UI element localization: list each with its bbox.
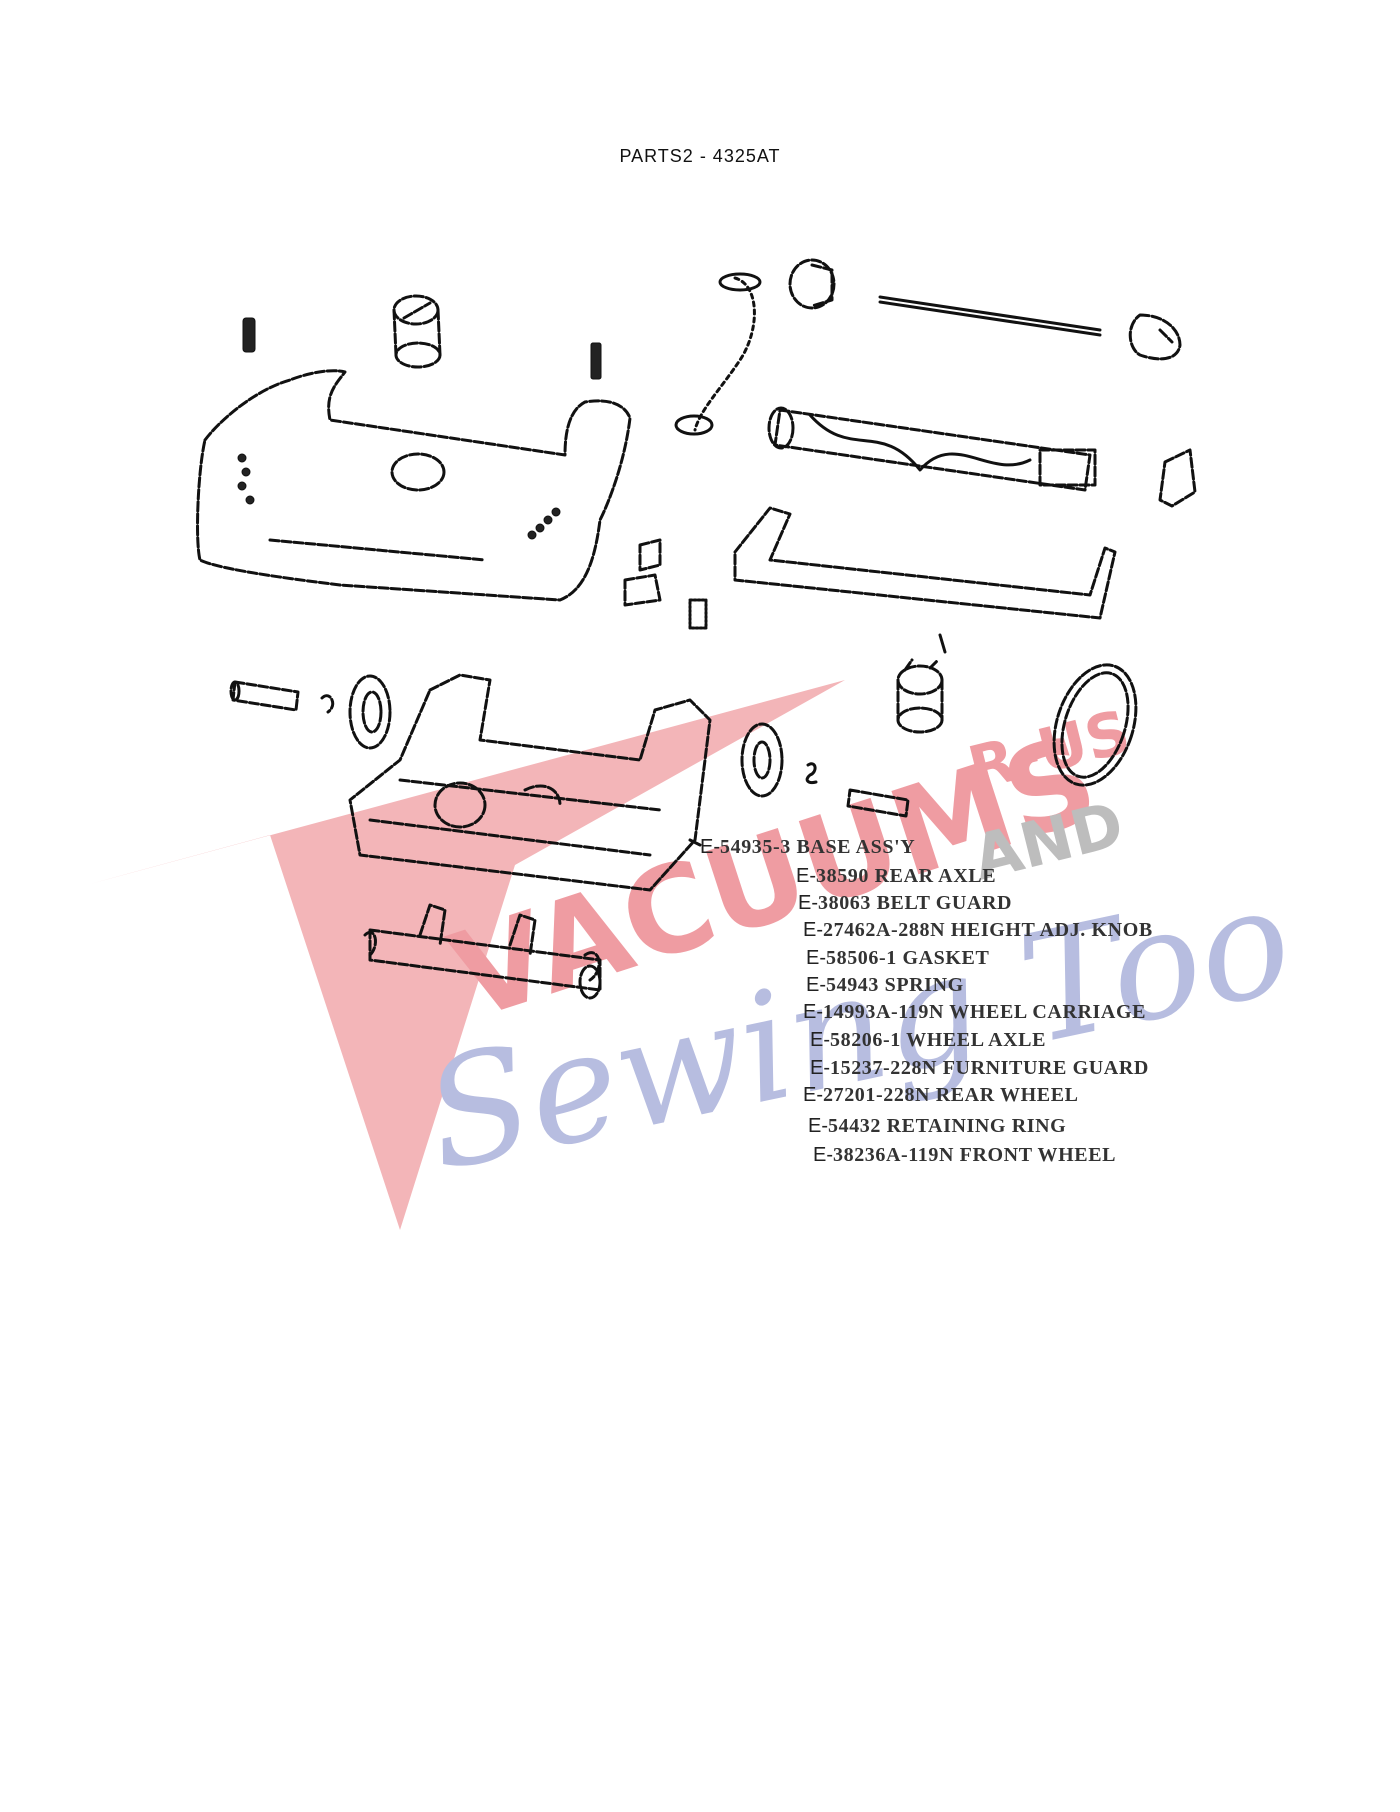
leader-line bbox=[688, 838, 702, 847]
retaining-ring-part bbox=[320, 694, 335, 714]
belt-part bbox=[1052, 663, 1138, 787]
watermark-v-shape bbox=[90, 680, 845, 1230]
furniture-guard-part bbox=[733, 506, 1117, 620]
shaft-rod-part bbox=[878, 295, 1102, 337]
small-pin-part bbox=[938, 633, 947, 654]
end-cap-part bbox=[788, 258, 836, 310]
clip-parts bbox=[623, 538, 708, 630]
rear-wheel-part bbox=[348, 674, 392, 750]
motor-pulley-cylinder-part bbox=[392, 294, 442, 369]
front-wheel-part bbox=[578, 964, 602, 1000]
wheel-axle-part bbox=[846, 788, 910, 818]
brushroll-part bbox=[767, 406, 1097, 492]
flexible-hose-part bbox=[674, 272, 762, 436]
side-bracket-part bbox=[1158, 448, 1197, 508]
rear-axle-part bbox=[229, 680, 300, 712]
watermark-logo: VACUUMS R-US AND Sewing Too bbox=[90, 680, 1306, 1230]
page-title: PARTS2 - 4325AT bbox=[619, 146, 781, 166]
small-screw-part bbox=[590, 342, 602, 380]
hood-cover-part bbox=[196, 369, 632, 602]
screw-part bbox=[242, 317, 256, 353]
gasket-part bbox=[740, 722, 784, 798]
height-adj-knob-part bbox=[896, 658, 944, 734]
right-end-cap-part bbox=[1128, 313, 1182, 361]
base-assembly-part bbox=[348, 673, 712, 892]
spring-part bbox=[805, 762, 818, 784]
